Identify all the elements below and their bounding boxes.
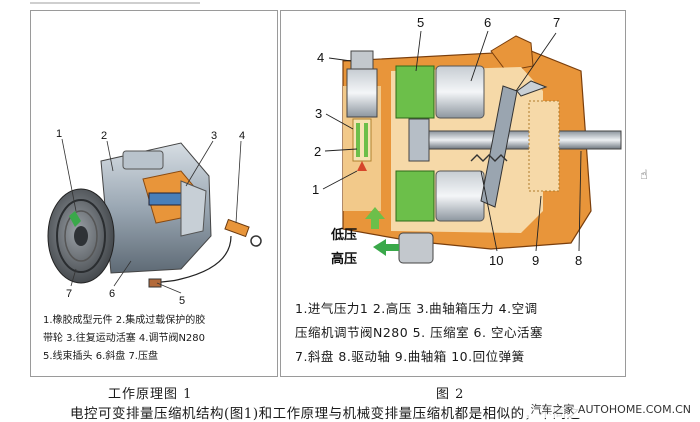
callout-5: 5: [417, 15, 424, 30]
figure-2-legend-line-1: 1.进气压力1 2.高压 3.曲轴箱压力 4.空调: [295, 301, 538, 316]
top-edge-line: [30, 2, 200, 4]
figure-1-legend-line-2: 带轮 3.往复运动活塞 4.调节阀N280: [43, 333, 206, 344]
site-watermark: 汽车之家 AUTOHOME.COM.CN: [527, 400, 694, 418]
control-valve-n280: [148, 218, 262, 288]
harness-plug: [148, 278, 162, 288]
callout-8: 8: [575, 253, 582, 268]
callout-7: 7: [553, 15, 560, 30]
n280-valve: [346, 50, 378, 171]
callout-7: 7: [66, 288, 72, 300]
hollow-piston: [435, 65, 485, 119]
callout-2: 2: [314, 144, 321, 159]
callout-6: 6: [484, 15, 491, 30]
figure-1-legend-line-1: 1.橡胶成型元件 2.集成过载保护的胶: [43, 315, 206, 326]
figure-1-legend-line-3: 5.线束插头 6.斜盘 7.压盘: [43, 351, 158, 362]
high-pressure-label: 高压: [331, 251, 357, 267]
callout-3: 3: [211, 130, 217, 142]
callout-1: 1: [312, 182, 319, 197]
low-pressure-arrow: [365, 207, 385, 229]
compression-chamber: [395, 65, 435, 119]
crankcase: [528, 100, 560, 192]
compressor-illustration: 1 2 3 4 5 6 7: [47, 128, 262, 307]
return-spring: [470, 154, 508, 162]
callout-3: 3: [315, 106, 322, 121]
callout-5: 5: [179, 295, 185, 307]
callout-10: 10: [489, 253, 503, 268]
drive-shaft: [420, 130, 622, 150]
high-pressure-arrow: [373, 239, 399, 256]
hand-cursor-icon: ☝: [640, 168, 648, 183]
figure-1-panel: 1 2 3 4 5 6 7 1.橡胶成型元件 2.集成过载保护的胶 带轮 3.往…: [30, 10, 278, 377]
article-body-text: 电控可变排量压缩机结构(图1)和工作原理与机械变排量压缩机都是相似的，不同之: [70, 406, 581, 422]
pulley-wheel: [47, 188, 115, 284]
figure-2-legend-line-2: 压缩机调节阀N280 5. 压缩室 6. 空心活塞: [295, 325, 543, 340]
swash-plate: [480, 85, 518, 208]
figure-2-legend-line-3: 7.斜盘 8.驱动轴 9.曲轴箱 10.回位弹簧: [295, 349, 525, 364]
callout-4: 4: [317, 50, 324, 65]
callout-4: 4: [239, 130, 245, 142]
cutaway-illustration: 4 3 2 1 5 6 7 8 9 10 低压 高压: [312, 15, 622, 268]
figure-2-caption: 图 2: [436, 387, 465, 402]
compressor-body: [100, 142, 212, 274]
rubber-element: [69, 211, 81, 227]
figure-2-panel: 4 3 2 1 5 6 7 8 9 10 低压 高压 1.进气压力1 2.高压 …: [280, 10, 626, 377]
low-pressure-label: 低压: [330, 227, 357, 243]
callout-9: 9: [532, 253, 539, 268]
figure-1-caption: 工作原理图 1: [108, 387, 193, 402]
callout-6: 6: [109, 288, 115, 300]
callout-2: 2: [101, 130, 107, 142]
callout-1: 1: [56, 128, 62, 140]
